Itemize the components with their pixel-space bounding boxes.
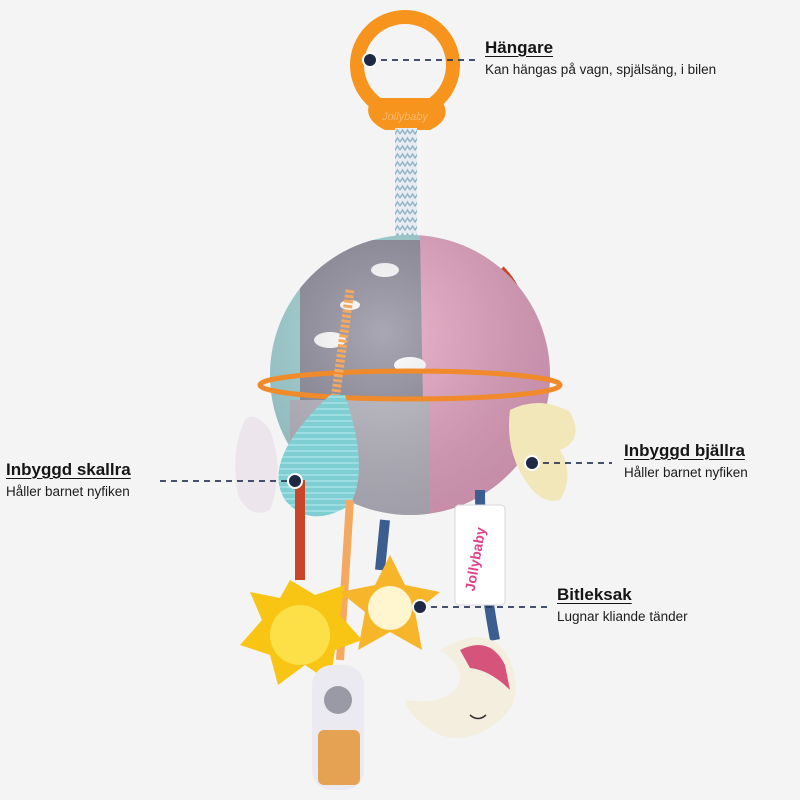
bell-description: Håller barnet nyfiken (624, 465, 748, 480)
teether-title: Bitleksak (557, 585, 632, 604)
hanger-title: Hängare (485, 38, 554, 57)
hanger-callout: Hängare Kan hängas på vagn, spjälsäng, i… (485, 38, 716, 78)
teether-callout: Bitleksak Lugnar kliande tänder (557, 585, 688, 625)
callout-dots (287, 52, 540, 615)
bell-callout: Inbyggd bjällra Håller barnet nyfiken (624, 441, 748, 481)
hanger-ring-icon: Jollybaby (350, 10, 460, 130)
rattle-callout: Inbyggd skallra Håller barnet nyfiken (6, 460, 131, 500)
koala-plush-icon (312, 665, 364, 790)
hanging-strap (395, 128, 417, 248)
sun-teether-icon (240, 580, 362, 685)
rattle-title: Inbyggd skallra (6, 460, 131, 479)
star-teether-icon (340, 555, 440, 650)
brand-tag (454, 504, 506, 606)
bell-plush (509, 402, 576, 501)
rattle-description: Håller barnet nyfiken (6, 484, 130, 499)
callout-lines (160, 59, 612, 608)
svg-text:Jollybaby: Jollybaby (381, 111, 429, 123)
bell-title: Inbyggd bjällra (624, 441, 745, 460)
moon-plush-icon (405, 637, 516, 738)
hanger-description: Kan hängas på vagn, spjälsäng, i bilen (485, 62, 717, 77)
teether-description: Lugnar kliande tänder (557, 609, 688, 624)
